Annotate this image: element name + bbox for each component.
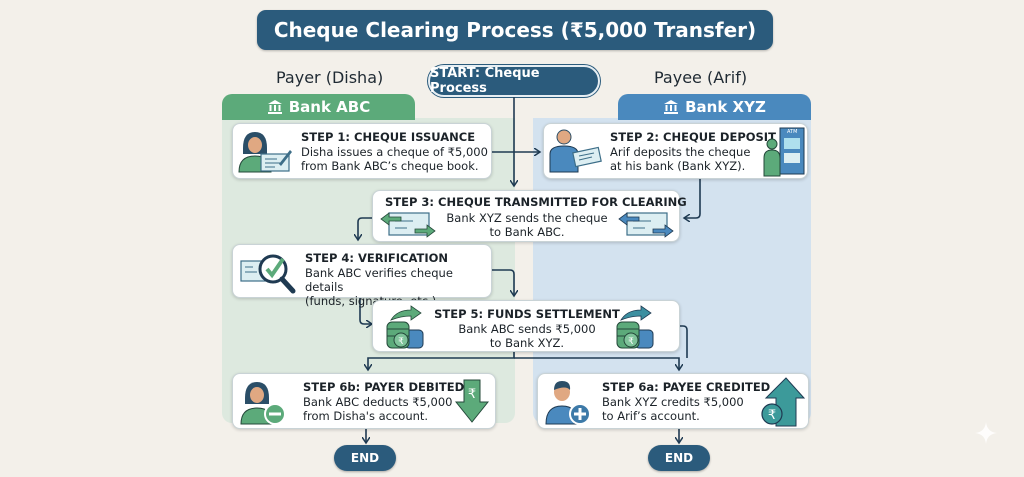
step6a-desc-line: to Arif’s account.	[602, 409, 700, 423]
step6b-card: STEP 6b: PAYER DEBITED Bank ABC deducts …	[232, 373, 496, 429]
step2-desc-line: at his bank (Bank XYZ).	[610, 159, 746, 173]
atm-icon	[763, 127, 805, 177]
payer-lane-label: Payer (Disha)	[276, 68, 384, 87]
step3-desc-line: to Bank ABC.	[489, 225, 565, 239]
bank-xyz-label: Bank XYZ	[685, 98, 766, 116]
person-holding-cheque-icon	[549, 129, 602, 173]
step5-desc-line: to Bank XYZ.	[489, 336, 565, 350]
person-minus-icon	[240, 382, 286, 425]
step6a-title: STEP 6a: PAYEE CREDITED	[602, 380, 771, 394]
step6a-card: STEP 6a: PAYEE CREDITED Bank XYZ credits…	[537, 373, 809, 429]
step6a-description: Bank XYZ credits ₹5,000 to Arif’s accoun…	[602, 395, 744, 423]
step6b-description: Bank ABC deducts ₹5,000 from Disha's acc…	[303, 395, 452, 423]
step3-card: STEP 3: CHEQUE TRANSMITTED FOR CLEARING …	[372, 190, 687, 242]
step1-desc-line: Disha issues a cheque of ₹5,000	[301, 145, 488, 159]
bank-icon	[664, 100, 679, 114]
step2-title: STEP 2: CHEQUE DEPOSIT	[610, 130, 776, 144]
bank-abc-label: Bank ABC	[288, 98, 371, 116]
cheque-exchange-icon	[618, 212, 674, 238]
svg-text:₹: ₹	[468, 387, 476, 402]
person-plus-icon	[545, 381, 591, 425]
step4-description: Bank ABC verifies cheque details (funds,…	[305, 266, 491, 308]
step5-title: STEP 5: FUNDS SETTLEMENT	[434, 307, 620, 321]
coins-transfer-icon: ₹	[386, 305, 424, 349]
bank-abc-header: Bank ABC	[222, 94, 415, 120]
diagram-title: Cheque Clearing Process (₹5,000 Transfer…	[257, 10, 773, 50]
step4-title: STEP 4: VERIFICATION	[305, 251, 449, 265]
step1-description: Disha issues a cheque of ₹5,000 from Ban…	[301, 145, 488, 173]
step6b-desc-line: Bank ABC deducts ₹5,000	[303, 395, 453, 409]
svg-text:₹: ₹	[628, 337, 634, 347]
step6a-desc-line: Bank XYZ credits ₹5,000	[602, 395, 744, 409]
step4-card: STEP 4: VERIFICATION Bank ABC verifies c…	[232, 244, 492, 308]
step1-card: STEP 1: CHEQUE ISSUANCE Disha issues a c…	[232, 123, 492, 179]
step3-title: STEP 3: CHEQUE TRANSMITTED FOR CLEARING	[385, 195, 687, 209]
coins-transfer-icon: ₹	[616, 305, 654, 349]
svg-text:₹: ₹	[398, 337, 404, 347]
magnifier-check-icon	[240, 254, 296, 294]
step6b-desc-line: from Disha's account.	[303, 409, 429, 423]
end-node-payer: END	[334, 445, 396, 471]
sparkle-icon	[975, 422, 997, 444]
cheque-exchange-icon	[380, 212, 436, 238]
step4-desc-line: Bank ABC verifies cheque details	[305, 266, 453, 294]
step5-description: Bank ABC sends ₹5,000 to Bank XYZ.	[373, 322, 681, 350]
step1-desc-line: from Bank ABC’s cheque book.	[301, 159, 479, 173]
bank-xyz-header: Bank XYZ	[618, 94, 811, 120]
step5-card: ₹ STEP 5: FUNDS SETTLEMENT Bank ABC send…	[372, 300, 680, 352]
start-node: START: Cheque Process	[428, 65, 600, 97]
rupee-up-arrow-icon: ₹	[761, 377, 806, 427]
bank-icon	[267, 100, 282, 114]
person-writing-cheque-icon	[238, 132, 292, 173]
payee-lane-label: Payee (Arif)	[654, 68, 748, 87]
step2-description: Arif deposits the cheque at his bank (Ba…	[610, 145, 750, 173]
step6b-title: STEP 6b: PAYER DEBITED	[303, 380, 465, 394]
step5-desc-line: Bank ABC sends ₹5,000	[458, 322, 596, 336]
rupee-down-arrow-icon: ₹	[455, 379, 489, 423]
end-node-payee: END	[648, 445, 710, 471]
step3-description: Bank XYZ sends the cheque to Bank ABC.	[373, 211, 681, 239]
atm-label: ATM	[787, 129, 798, 135]
svg-text:₹: ₹	[768, 408, 776, 423]
step3-desc-line: Bank XYZ sends the cheque	[446, 211, 608, 225]
step2-desc-line: Arif deposits the cheque	[610, 145, 751, 159]
step1-title: STEP 1: CHEQUE ISSUANCE	[301, 130, 476, 144]
step2-card: STEP 2: CHEQUE DEPOSIT Arif deposits the…	[543, 123, 808, 179]
